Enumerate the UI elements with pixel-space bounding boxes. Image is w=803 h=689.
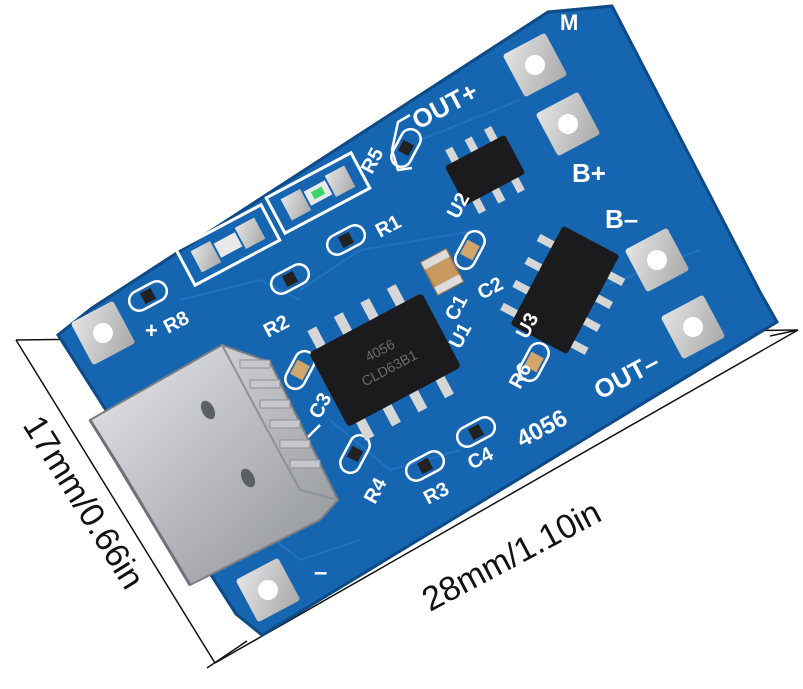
chip-u3 xyxy=(500,226,626,355)
pad-battery-plus xyxy=(536,92,600,156)
pad-battery-minus xyxy=(625,228,689,292)
height-dimension-line xyxy=(15,339,216,664)
width-dimension-line xyxy=(214,329,799,664)
label-battery-minus: B– xyxy=(605,204,638,234)
smd-footprints xyxy=(127,127,550,482)
label-input-plus: + xyxy=(145,318,158,343)
label-input-minus: – xyxy=(314,559,327,586)
pad-m xyxy=(503,33,567,97)
pcb-board: 4056 CLD63B1 M xyxy=(56,4,780,637)
pad-input-minus xyxy=(236,558,300,622)
chip-u2 xyxy=(445,126,525,214)
pad-input-plus xyxy=(71,301,135,365)
label-m: M xyxy=(560,10,578,35)
label-battery-plus: B+ xyxy=(572,158,606,188)
chip-u1: 4056 CLD63B1 xyxy=(307,284,460,441)
led-red xyxy=(174,202,282,288)
led-green xyxy=(264,150,372,236)
pad-out-minus xyxy=(661,295,725,359)
usb-c-connector xyxy=(88,343,340,587)
solder-pads xyxy=(71,33,725,622)
led-footprints xyxy=(174,150,372,288)
